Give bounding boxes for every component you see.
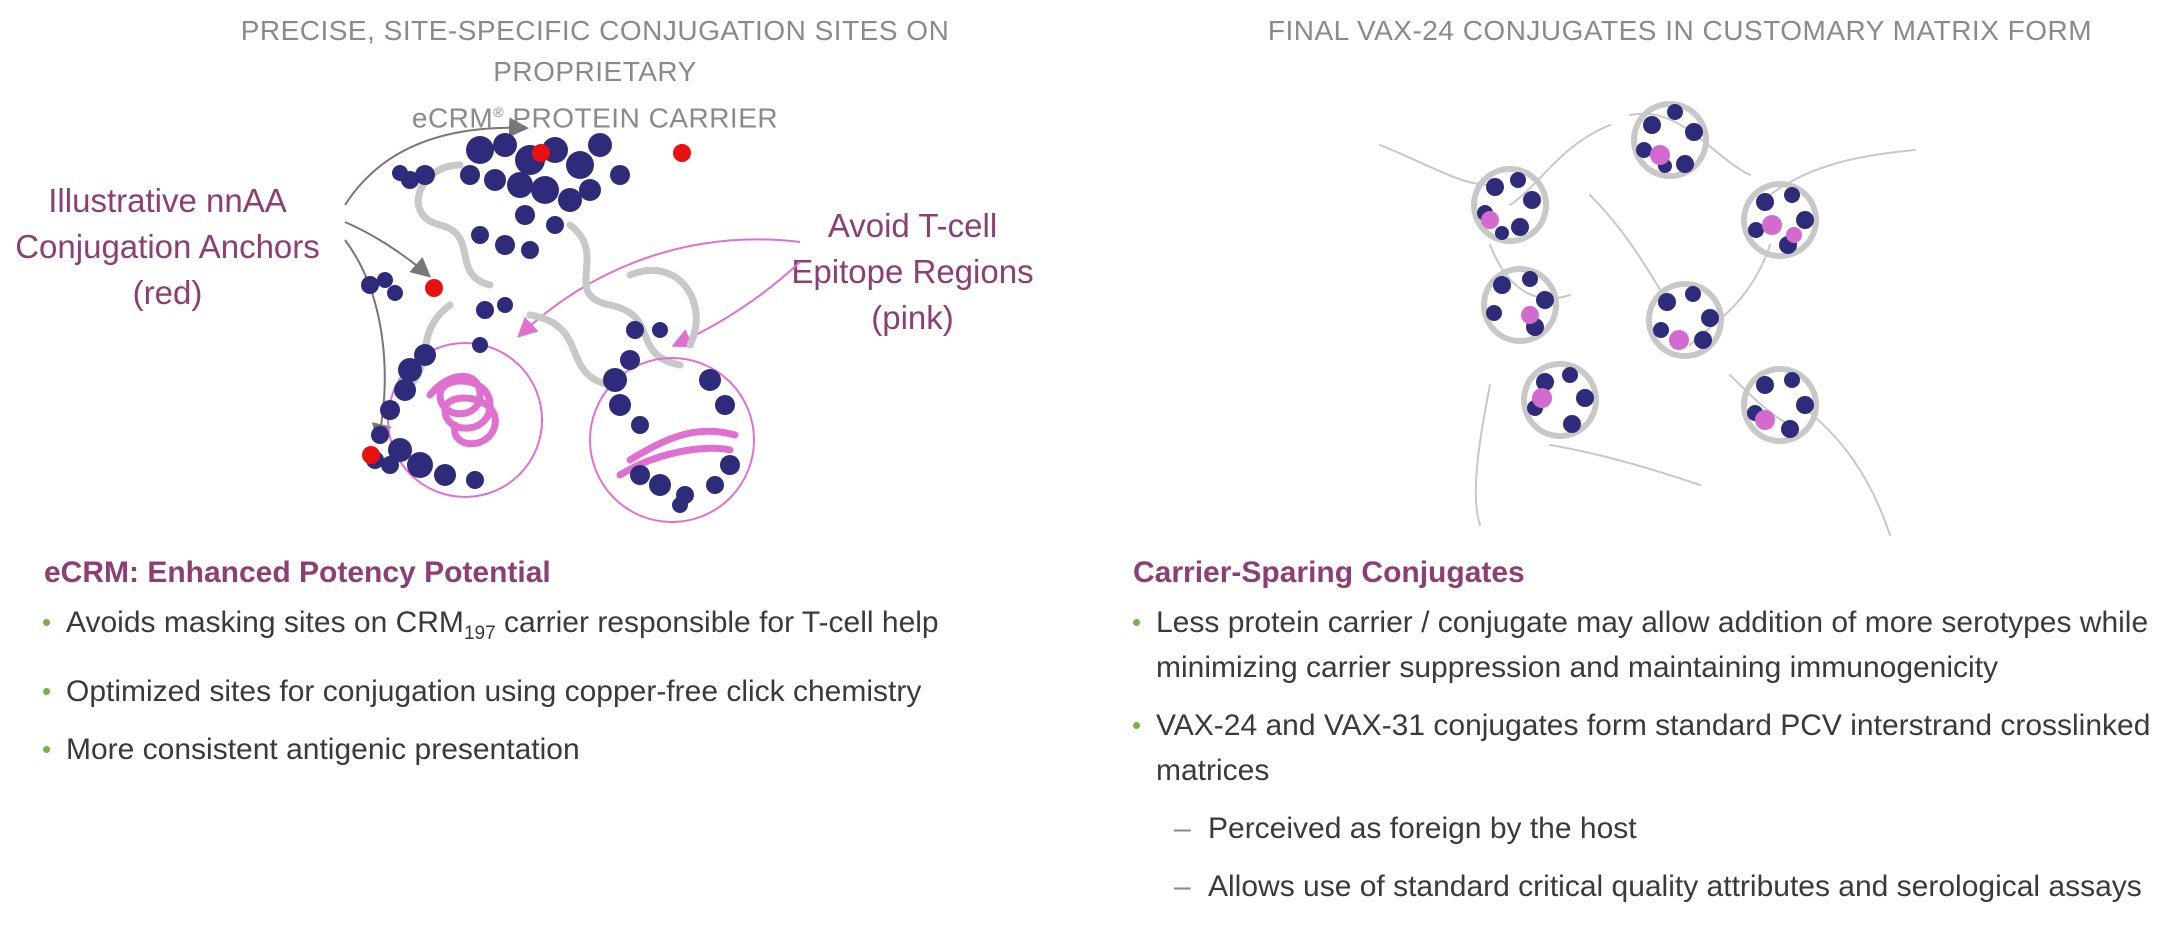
- dash-icon: –: [1174, 870, 1191, 903]
- epitope-annotation-line1: Avoid T-cell: [827, 207, 998, 244]
- dash-icon: –: [1174, 812, 1191, 845]
- anchors-annotation-line1: Illustrative nnAA: [48, 182, 287, 219]
- anchors-annotation: Illustrative nnAA Conjugation Anchors (r…: [0, 178, 335, 316]
- epitope-annotation-line3: (pink): [871, 299, 954, 336]
- registered-mark: ®: [493, 104, 505, 120]
- ecrm-section-title: eCRM: Enhanced Potency Potential: [44, 556, 551, 589]
- bullet-masking-sites: • Avoids masking sites on CRM197 carrier …: [42, 600, 1082, 656]
- ecrm-text: eCRM: [411, 102, 494, 134]
- anchors-annotation-line2: Conjugation Anchors: [15, 228, 320, 265]
- subbullet-perceived-foreign: –Perceived as foreign by the host: [1132, 806, 2152, 851]
- epitope-annotation-line2: Epitope Regions: [791, 253, 1034, 290]
- bullet-consistent-presentation: • More consistent antigenic presentation: [42, 727, 1082, 772]
- bullet-less-protein-carrier: • Less protein carrier / conjugate may al…: [1132, 600, 2152, 690]
- crm-subscript: 197: [463, 623, 496, 644]
- protein-carrier-text: PROTEIN CARRIER: [504, 102, 779, 134]
- right-heading: FINAL VAX-24 CONJUGATES IN CUSTOMARY MAT…: [1267, 15, 2093, 46]
- ecrm-bullet-list: • Avoids masking sites on CRM197 carrier …: [42, 600, 1082, 785]
- pink-arrow-left: [517, 238, 801, 338]
- conjugate-clusters: [1471, 101, 1819, 444]
- anchors-annotation-line3: (red): [132, 274, 203, 311]
- left-heading-line1: PRECISE, SITE-SPECIFIC CONJUGATION SITES…: [240, 15, 950, 87]
- carrier-sparing-section-title: Carrier-Sparing Conjugates: [1133, 556, 1525, 589]
- bullet-dot-icon: •: [42, 607, 52, 637]
- bullet-dot-icon: •: [42, 676, 52, 706]
- bullet-text: Less protein carrier / conjugate may all…: [1156, 606, 2149, 684]
- carrier-sparing-bullet-list: • Less protein carrier / conjugate may al…: [1132, 600, 2152, 922]
- ecrm-protein-figure: [361, 133, 755, 523]
- vax24-matrix-figure: [1379, 101, 1916, 536]
- bullet-optimized-sites: • Optimized sites for conjugation using c…: [42, 669, 1082, 714]
- arrow-to-middle-anchor: [344, 221, 432, 278]
- epitope-annotation: Avoid T-cell Epitope Regions (pink): [770, 203, 1055, 341]
- bullet-crosslinked-matrices: • VAX-24 and VAX-31 conjugates form stand…: [1132, 703, 2152, 793]
- bullet-text: More consistent antigenic presentation: [66, 733, 580, 766]
- arrow-to-top-anchor: [344, 117, 529, 206]
- subbullet-text: Perceived as foreign by the host: [1208, 812, 1637, 845]
- bullet-text: VAX-24 and VAX-31 conjugates form standa…: [1156, 709, 2151, 787]
- subbullet-text: Allows use of standard critical quality …: [1208, 870, 2142, 903]
- bullet-dot-icon: •: [1132, 607, 1142, 637]
- left-heading-line2: eCRM® PROTEIN CARRIER: [150, 92, 1040, 138]
- bullet-dot-icon: •: [42, 734, 52, 764]
- bullet-text: carrier responsible for T-cell help: [495, 606, 939, 639]
- arrow-to-bottom-anchor: [344, 239, 392, 444]
- subbullet-quality-attributes: –Allows use of standard critical quality…: [1132, 864, 2152, 909]
- bullet-text: Optimized sites for conjugation using co…: [66, 675, 922, 708]
- bullet-dot-icon: •: [1132, 710, 1142, 740]
- bullet-text: Avoids masking sites on CRM: [66, 606, 464, 639]
- left-heading: PRECISE, SITE-SPECIFIC CONJUGATION SITES…: [150, 10, 1040, 138]
